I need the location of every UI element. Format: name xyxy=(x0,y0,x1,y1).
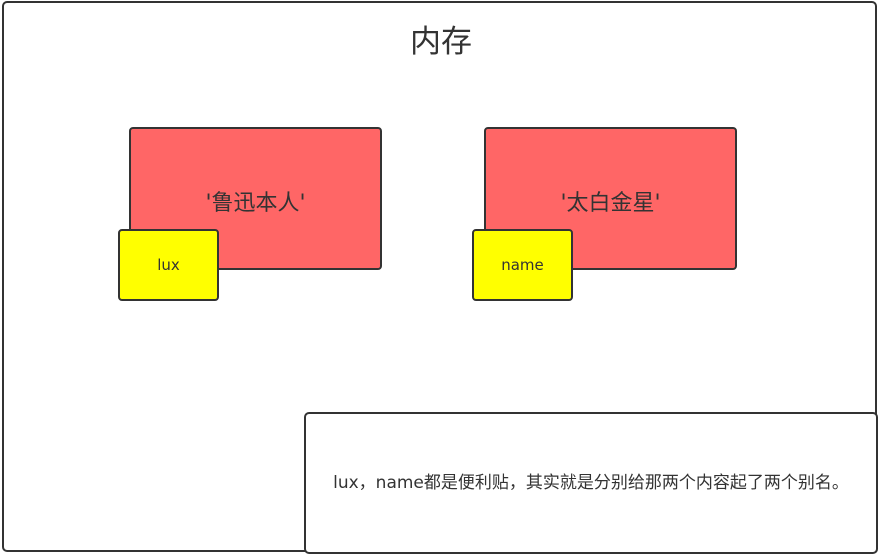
comment-text: lux，name都是便利贴，其实就是分别给那两个内容起了两个别名。 xyxy=(333,473,849,493)
sticky-note-label-left: lux xyxy=(157,256,180,274)
value-text-left: '鲁迅本人' xyxy=(205,190,306,216)
value-text-right: '太白金星' xyxy=(560,190,661,216)
sticky-note-left: lux xyxy=(118,229,219,301)
sticky-note-label-right: name xyxy=(501,256,544,274)
memory-title: 内存 xyxy=(410,24,472,60)
sticky-note-right: name xyxy=(472,229,573,301)
comment-box: lux，name都是便利贴，其实就是分别给那两个内容起了两个别名。 xyxy=(304,412,878,554)
